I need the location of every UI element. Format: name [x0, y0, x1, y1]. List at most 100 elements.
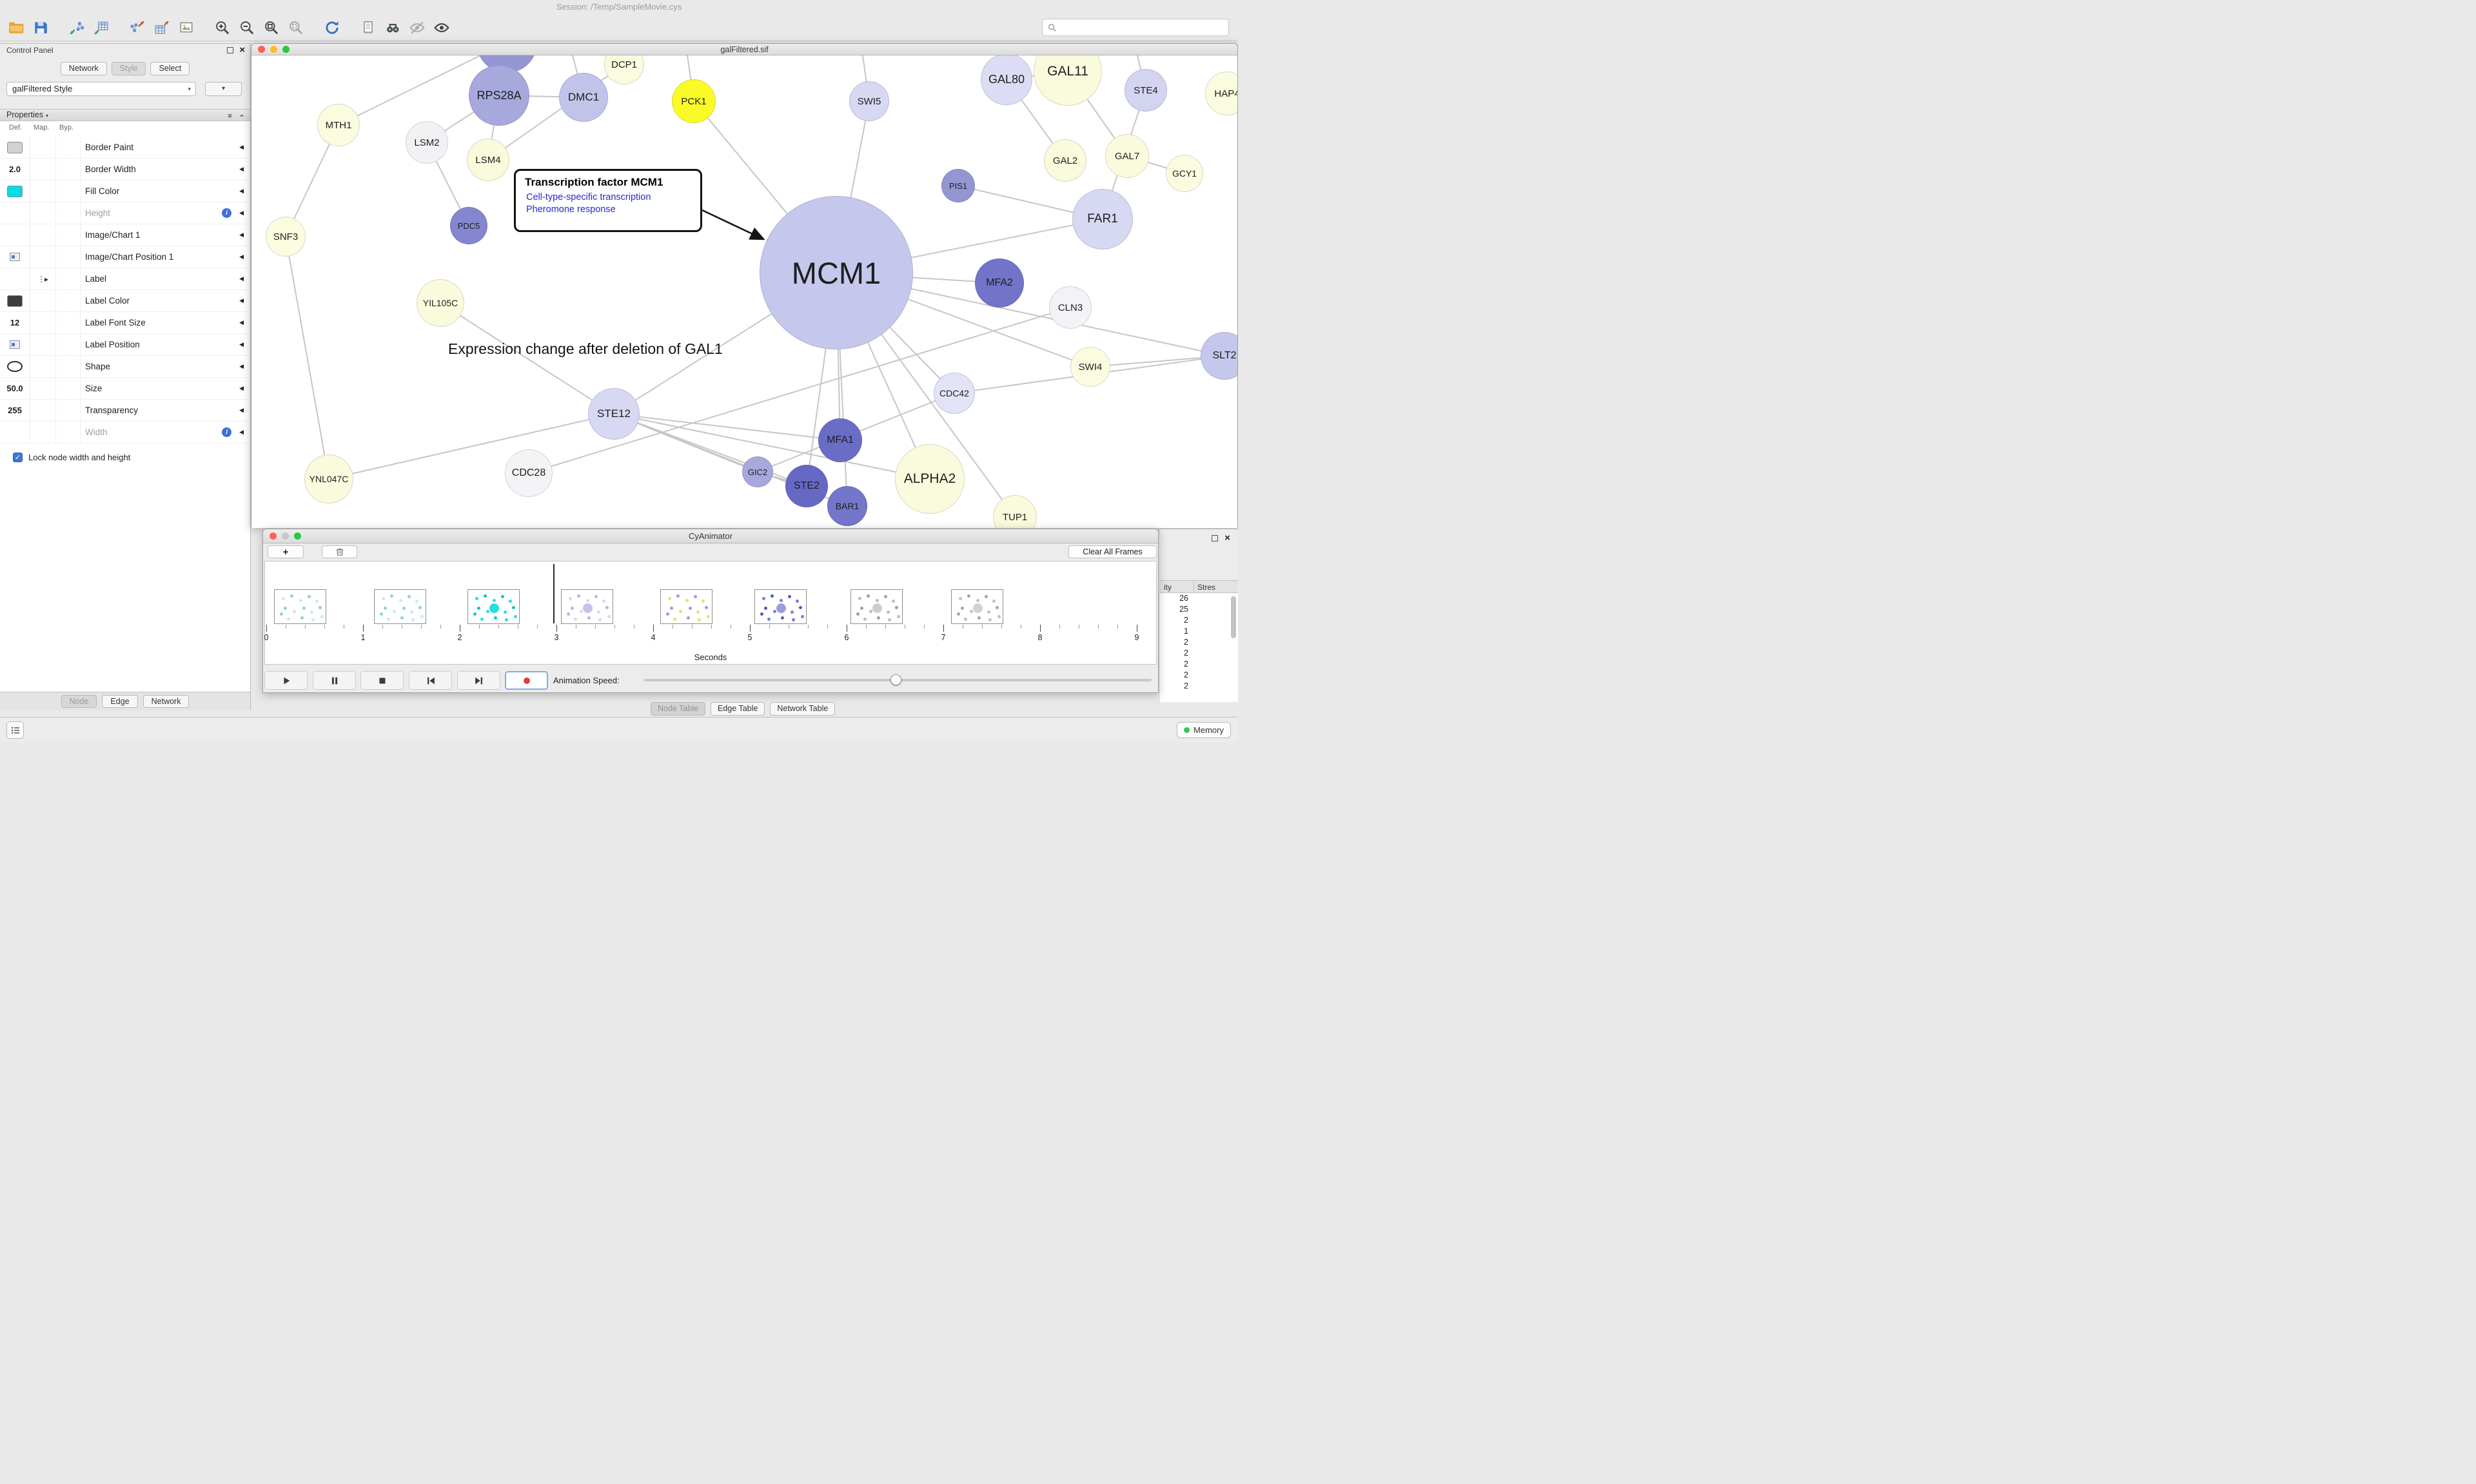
tab-edge-style[interactable]: Edge — [102, 695, 138, 708]
bypass-cell[interactable] — [55, 137, 80, 158]
mapping-cell[interactable] — [30, 137, 55, 158]
expand-row-icon[interactable]: ◀ — [239, 231, 244, 238]
import-table-icon[interactable] — [92, 18, 111, 37]
mapping-cell[interactable] — [30, 246, 55, 268]
default-value-cell[interactable]: 255 — [8, 405, 22, 415]
style-property-row[interactable]: Label Position◀ — [0, 334, 250, 356]
animation-frame-thumbnail[interactable] — [850, 589, 903, 624]
network-node[interactable]: CDC42 — [934, 373, 975, 414]
search-input[interactable] — [1061, 22, 1223, 33]
close-window-button[interactable] — [258, 46, 265, 53]
bypass-cell[interactable] — [55, 334, 80, 355]
table-row[interactable]: 2 — [1184, 670, 1188, 679]
network-node[interactable]: MCM1 — [760, 196, 913, 349]
default-value-cell[interactable] — [0, 290, 30, 311]
default-value-cell[interactable]: 2.0 — [8, 164, 21, 174]
show-all-icon[interactable] — [432, 18, 451, 37]
network-node[interactable]: YNL047C — [304, 454, 353, 503]
expand-row-icon[interactable]: ◀ — [239, 253, 244, 260]
default-value-cell[interactable] — [0, 202, 30, 224]
expand-all-icon[interactable]: » — [226, 113, 236, 119]
zoom-selected-icon[interactable] — [286, 18, 306, 37]
network-node[interactable]: SLT2 — [1201, 332, 1237, 380]
network-node[interactable]: ALPHA2 — [895, 444, 965, 514]
annotation-link[interactable]: Cell-type-specific transcription — [526, 192, 651, 202]
animation-frame-thumbnail[interactable] — [660, 589, 712, 624]
network-node[interactable]: PIS1 — [941, 169, 975, 202]
add-frame-button[interactable]: + — [268, 545, 304, 558]
animation-frame-thumbnail[interactable] — [951, 589, 1003, 624]
tab-network-style[interactable]: Network — [142, 695, 190, 708]
float-panel-icon[interactable] — [227, 46, 234, 54]
mapping-cell[interactable] — [30, 400, 55, 421]
position-icon[interactable] — [10, 340, 20, 349]
table-row[interactable]: 2 — [1184, 681, 1188, 690]
mapping-cell[interactable] — [30, 202, 55, 224]
bypass-cell[interactable] — [55, 268, 80, 289]
network-node[interactable]: LSM4 — [467, 139, 509, 181]
mapping-cell[interactable] — [30, 290, 55, 311]
table-row[interactable]: 1 — [1184, 627, 1188, 636]
expand-row-icon[interactable]: ◀ — [239, 210, 244, 216]
expand-row-icon[interactable]: ◀ — [239, 407, 244, 413]
table-row[interactable]: 26 — [1179, 594, 1188, 603]
bypass-cell[interactable] — [55, 400, 80, 421]
properties-header[interactable]: Properties▾ » ‹ — [0, 109, 250, 121]
color-swatch[interactable] — [7, 141, 23, 153]
color-swatch[interactable] — [7, 295, 23, 307]
zoom-fit-icon[interactable] — [262, 18, 281, 37]
show-panels-button[interactable] — [6, 721, 24, 739]
default-value-cell[interactable] — [0, 246, 30, 268]
default-value-cell[interactable] — [0, 356, 30, 377]
network-node[interactable]: SNF3 — [266, 217, 306, 257]
style-property-row[interactable]: Shape◀ — [0, 356, 250, 378]
default-value-cell[interactable] — [0, 422, 30, 443]
bypass-cell[interactable] — [55, 422, 80, 443]
network-node[interactable]: STE4 — [1125, 69, 1167, 112]
mapping-cell[interactable] — [30, 312, 55, 333]
play-button[interactable] — [264, 671, 308, 690]
default-value-cell[interactable]: 12 — [10, 318, 20, 327]
zoom-window-button[interactable] — [294, 532, 301, 540]
float-panel-icon[interactable] — [1212, 534, 1219, 542]
cyanimator-titlebar[interactable]: CyAnimator — [263, 529, 1158, 543]
first-neighbors-icon[interactable] — [383, 18, 402, 37]
mapping-cell[interactable]: ⋮▸ — [30, 268, 55, 289]
tab-node-table[interactable]: Node Table — [651, 702, 706, 716]
memory-button[interactable]: Memory — [1177, 722, 1231, 738]
expand-row-icon[interactable]: ◀ — [239, 166, 244, 172]
network-node[interactable]: CLN3 — [1049, 286, 1092, 329]
expand-row-icon[interactable]: ◀ — [239, 341, 244, 347]
close-panel-icon[interactable]: × — [239, 44, 245, 55]
network-node[interactable]: STE12 — [588, 388, 640, 440]
network-node[interactable]: YIL105C — [417, 279, 464, 327]
minimize-window-button[interactable] — [282, 532, 289, 540]
table-row[interactable]: 25 — [1179, 605, 1188, 614]
tab-node-style[interactable]: Node — [61, 695, 97, 708]
close-window-button[interactable] — [270, 532, 277, 540]
timeline-playhead[interactable] — [553, 564, 555, 623]
zoom-out-icon[interactable] — [237, 18, 257, 37]
expand-row-icon[interactable]: ◀ — [239, 275, 244, 282]
network-node[interactable]: SWI5 — [849, 81, 889, 121]
mapping-cell[interactable] — [30, 181, 55, 202]
default-value-cell[interactable] — [0, 268, 30, 289]
network-node[interactable]: MTH1 — [317, 104, 360, 146]
export-table-icon[interactable] — [152, 18, 172, 37]
network-node[interactable]: MFA2 — [975, 259, 1024, 308]
color-swatch[interactable] — [7, 185, 23, 197]
export-network-icon[interactable] — [128, 18, 147, 37]
network-node[interactable]: GIC2 — [742, 456, 773, 487]
clear-all-frames-button[interactable]: Clear All Frames — [1068, 545, 1157, 558]
table-row[interactable]: 2 — [1184, 638, 1188, 647]
tab-style[interactable]: Style — [111, 62, 146, 75]
network-node[interactable]: SWI4 — [1070, 347, 1110, 387]
table-row[interactable]: 2 — [1184, 616, 1188, 625]
animation-speed-slider[interactable] — [644, 674, 1152, 685]
